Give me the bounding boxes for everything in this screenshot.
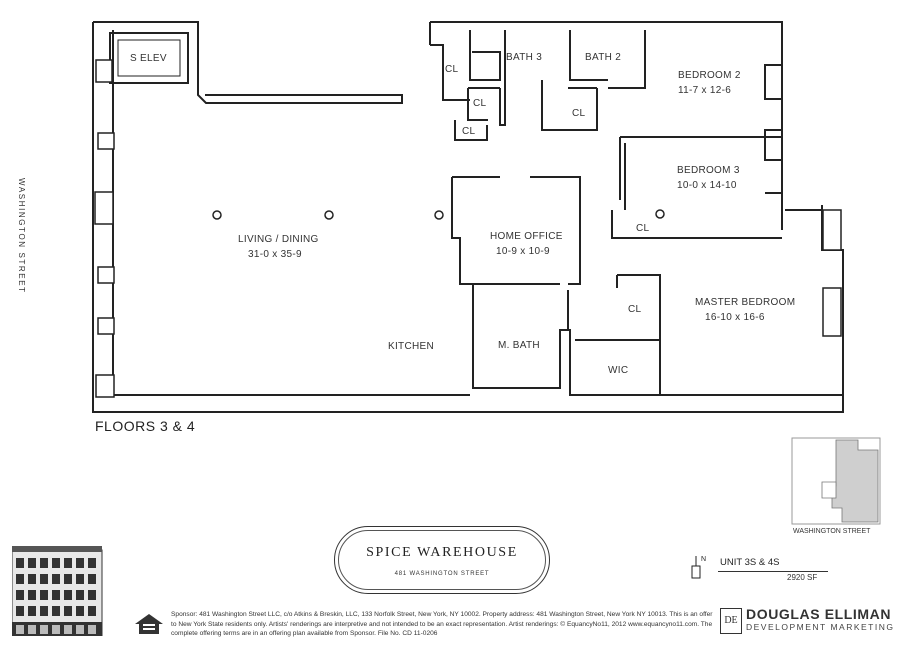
floors-label: FLOORS 3 & 4 <box>95 418 196 434</box>
master-dims: 16-10 x 16-6 <box>705 312 765 323</box>
floor-plan: S ELEV BATH 3 BATH 2 BEDROOM 2 11-7 x 12… <box>92 21 844 413</box>
elevator-shaft <box>109 32 189 84</box>
column <box>212 210 222 220</box>
exterior-wall <box>205 94 403 103</box>
window <box>97 266 115 284</box>
legal-disclaimer: Sponsor: 481 Washington Street LLC, c/o … <box>171 611 713 637</box>
column <box>434 210 444 220</box>
exterior-wall <box>92 22 844 413</box>
window <box>822 287 842 337</box>
column <box>655 209 665 219</box>
closet-label: CL <box>462 126 476 137</box>
window <box>94 191 114 225</box>
window <box>97 132 115 150</box>
closet-label: CL <box>473 98 487 109</box>
kitchen-label: KITCHEN <box>388 341 434 352</box>
bedroom2-dims: 11-7 x 12-6 <box>678 85 731 96</box>
equal-housing-icon <box>135 614 163 634</box>
badge-inner-border <box>338 530 546 590</box>
wic-label: WIC <box>608 365 628 376</box>
building-address: 481 WASHINGTON STREET <box>394 571 490 577</box>
living-label: LIVING / DINING <box>238 234 319 245</box>
brand-name: DOUGLAS ELLIMAN <box>746 606 892 622</box>
living-dims: 31-0 x 35-9 <box>248 249 302 260</box>
window <box>95 59 113 83</box>
key-plan-street-label: WASHINGTON STREET <box>793 528 871 535</box>
master-label: MASTER BEDROOM <box>695 297 795 308</box>
key-plan <box>791 437 881 525</box>
douglas-elliman-logo: DE <box>720 608 742 634</box>
bedroom3-dims: 10-0 x 14-10 <box>677 180 737 191</box>
unit-label: UNIT 3S & 4S <box>720 557 780 568</box>
brand-tagline: DEVELOPMENT MARKETING <box>746 622 895 632</box>
closet-label: CL <box>445 64 459 75</box>
building-illustration <box>12 546 103 636</box>
window <box>822 209 842 251</box>
building-badge: SPICE WAREHOUSE 481 WASHINGTON STREET <box>334 526 550 594</box>
bath2-label: BATH 2 <box>585 52 621 63</box>
closet-label: CL <box>572 108 586 119</box>
north-label: N <box>701 556 706 563</box>
closet-label: CL <box>636 223 650 234</box>
office-dims: 10-9 x 10-9 <box>496 246 550 257</box>
column <box>324 210 334 220</box>
north-arrow-icon: N <box>691 556 706 579</box>
bedroom3-label: BEDROOM 3 <box>677 165 740 176</box>
window <box>95 374 115 398</box>
bedroom2-label: BEDROOM 2 <box>678 70 741 81</box>
building-name: SPICE WAREHOUSE <box>366 545 518 560</box>
elevator-label: S ELEV <box>130 53 167 64</box>
window <box>97 317 115 335</box>
unit-area: 2920 SF <box>787 573 818 582</box>
street-side-label: WASHINGTON STREET <box>17 178 26 294</box>
mbath-label: M. BATH <box>498 340 540 351</box>
closet-label: CL <box>628 304 642 315</box>
unit-divider <box>718 571 828 572</box>
bath3-label: BATH 3 <box>506 52 542 63</box>
office-label: HOME OFFICE <box>490 231 563 242</box>
